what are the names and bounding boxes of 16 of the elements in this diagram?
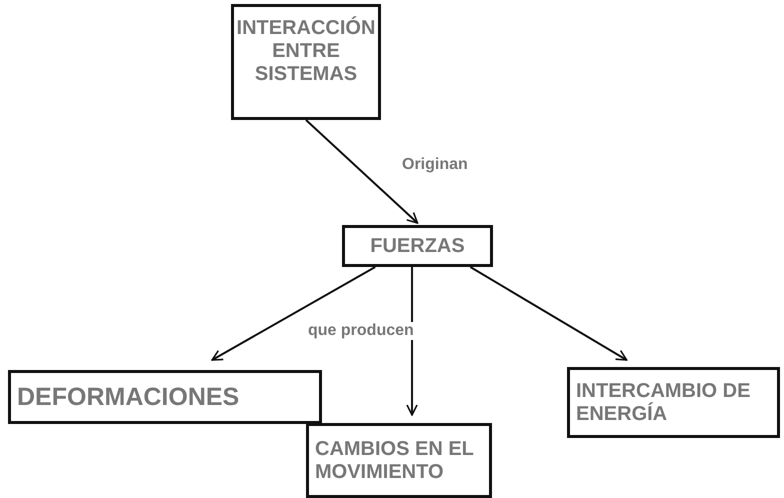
concept-box <box>306 423 492 498</box>
arrow <box>470 266 628 361</box>
arrow <box>406 267 418 416</box>
concept-text: CAMBIOS EN EL MOVIMIENTO <box>315 438 475 484</box>
edge-label: que producen <box>306 322 416 340</box>
concept-text: INTERACCIÓN ENTRE SISTEMAS <box>236 17 376 86</box>
arrow <box>211 266 376 361</box>
concept-box <box>231 4 381 120</box>
concept-text: DEFORMACIONES <box>17 382 240 412</box>
concept-box <box>342 225 493 267</box>
concept-text: FUERZAS <box>370 234 465 258</box>
concept-text: INTERCAMBIO DE ENERGÍA <box>576 380 752 426</box>
concept-box <box>567 367 780 438</box>
arrow <box>305 119 418 224</box>
edge-label: Originan <box>400 156 470 174</box>
concept-box <box>8 370 322 424</box>
